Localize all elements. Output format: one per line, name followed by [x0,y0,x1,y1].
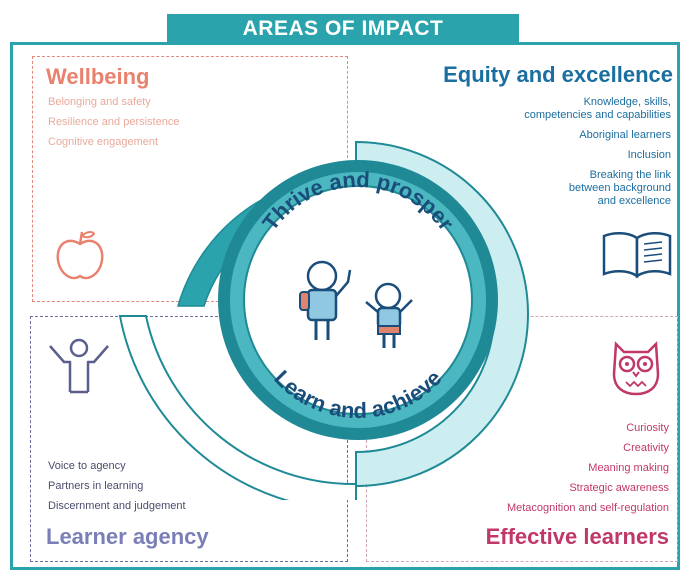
effective-learners-heading: Effective learners [485,524,669,549]
list-item: Belonging and safety [48,96,151,108]
wellbeing-list: Belonging and safety Resilience and pers… [48,92,179,152]
learner-agency-heading: Learner agency [46,524,209,549]
wellbeing-heading: Wellbeing [46,64,150,89]
person-arms-up-icon [49,338,109,394]
open-book-icon [602,232,672,279]
effective-list: Curiosity Creativity Meaning making Stra… [507,418,669,518]
apple-icon [56,231,104,280]
equity-list: Knowledge, skills,competencies and capab… [524,96,671,215]
list-item: Resilience and persistence [48,116,180,128]
list-item: Knowledge, skills,competencies and capab… [524,96,671,121]
list-item: Strategic awareness [569,482,669,494]
list-item: Inclusion [627,149,671,161]
list-item: Aboriginal learners [579,129,671,141]
list-item: Discernment and judgement [48,500,186,512]
list-item: Partners in learning [48,480,144,492]
list-item: Creativity [623,442,669,454]
inner-white [243,185,473,415]
list-item: Meaning making [588,462,669,474]
outer-arc-lower-left [118,315,357,500]
list-item: Voice to agency [48,460,126,472]
central-rings: Thrive and prosper Learn and achieve [118,140,529,500]
children-illustration [299,260,413,348]
list-item: Metacognition and self-regulation [506,502,669,514]
agency-list: Voice to agency Partners in learning Dis… [48,456,186,516]
equity-heading: Equity and excellence [443,62,673,87]
diagram-title: AREAS OF IMPACT [167,14,519,44]
owl-icon [612,341,660,396]
list-item: Curiosity [626,422,669,434]
list-item: Cognitive engagement [48,136,159,148]
